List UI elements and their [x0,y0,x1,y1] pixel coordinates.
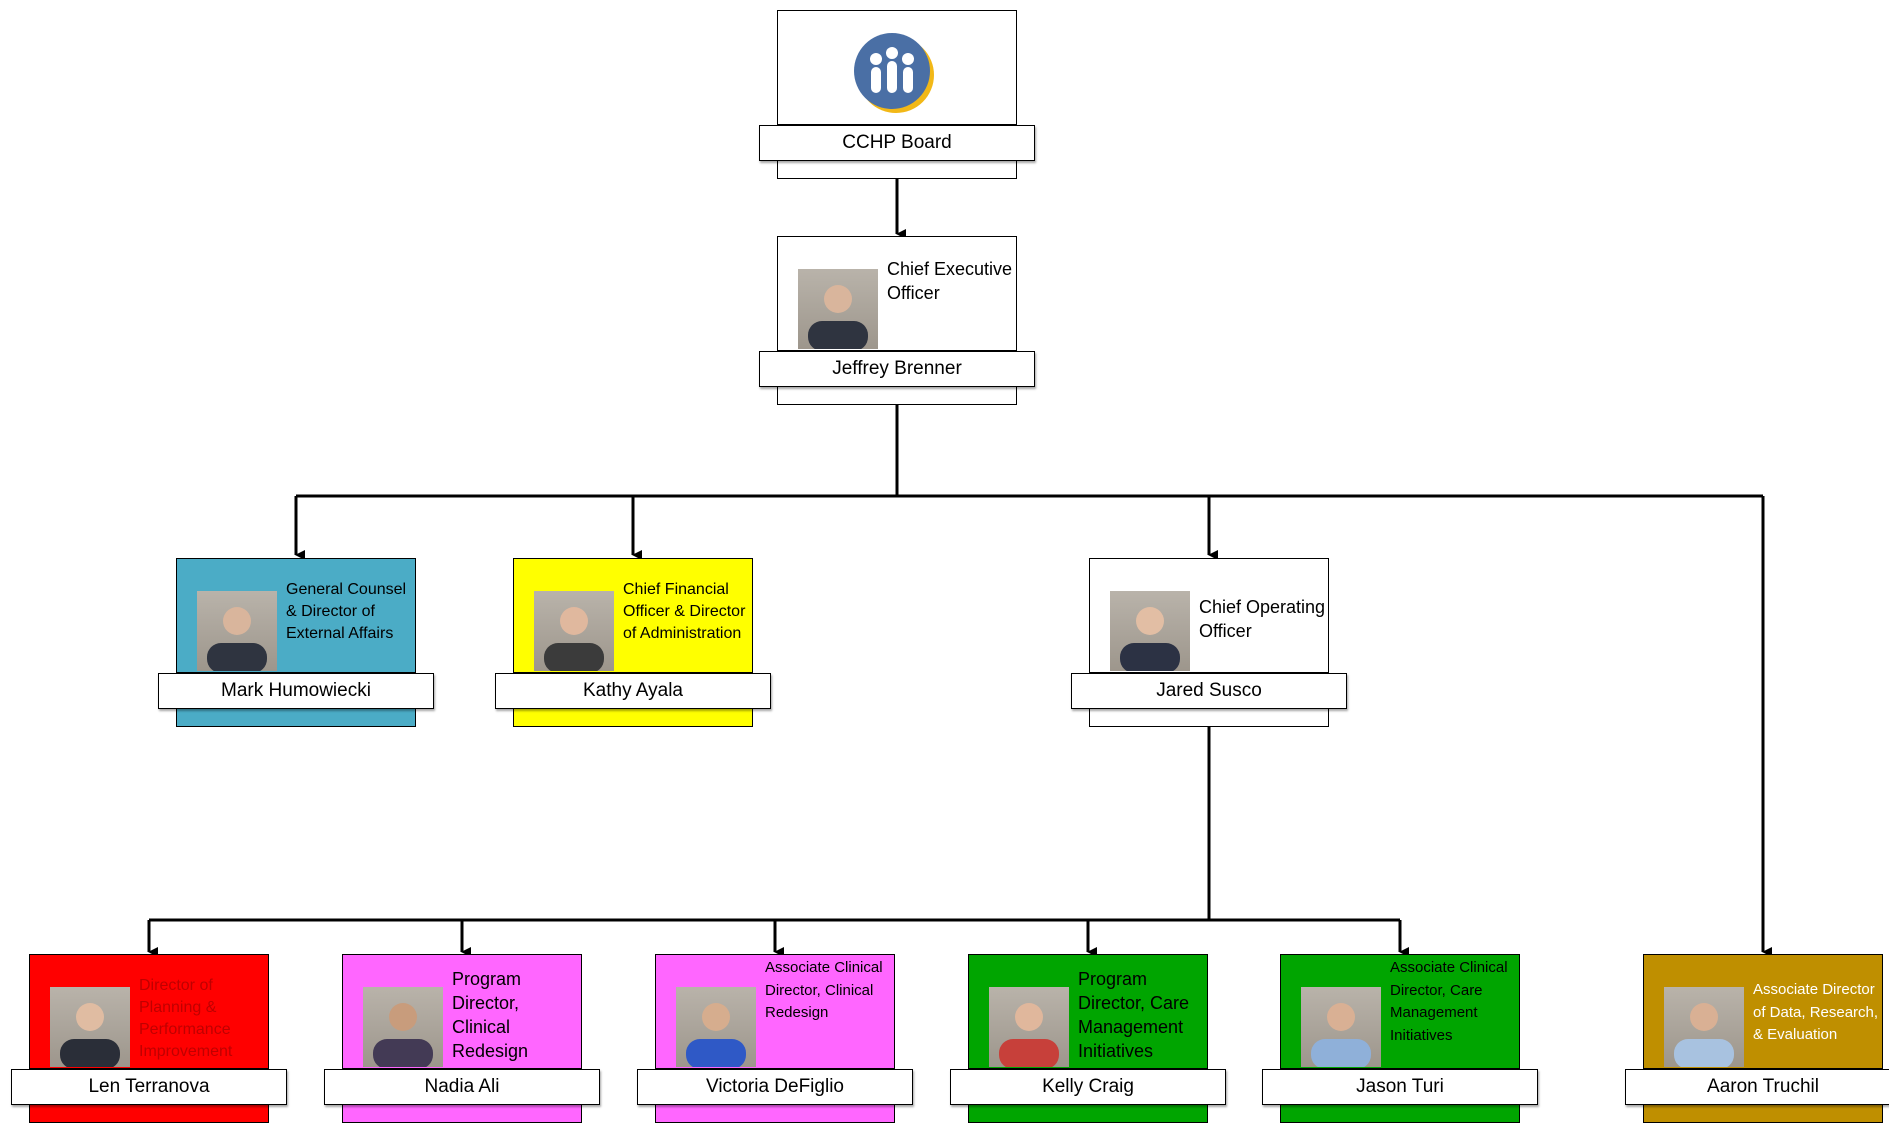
exec-photo-humowiecki [197,591,277,671]
staff-name-defiglio: Victoria DeFiglio [637,1069,913,1105]
staff-photo-turi [1301,987,1381,1067]
staff-photo-defiglio [676,987,756,1067]
cchp-people-logo-icon [854,33,934,113]
exec-name-ayala: Kathy Ayala [495,673,771,709]
staff-title-truchil: Associate Director of Data, Research, & … [1753,981,1879,1043]
exec-photo-ayala [534,591,614,671]
exec-node-humowiecki: General Counsel & Director of External A… [176,558,416,673]
ceo-title: Chief Executive Officer [887,259,1013,303]
staff-photo-ali [363,987,443,1067]
ceo-name: Jeffrey Brenner [759,351,1035,387]
staff-node-truchil: Associate Director of Data, Research, & … [1643,954,1883,1069]
staff-name-turi: Jason Turi [1262,1069,1538,1105]
ceo-photo [798,269,878,349]
staff-node-craig: Program Director, Care Management Initia… [968,954,1208,1069]
staff-name-truchil: Aaron Truchil [1625,1069,1889,1105]
staff-title-ali: Program Director, Clinical Redesign [452,969,529,1061]
staff-title-craig: Program Director, Care Management Initia… [1078,969,1190,1061]
exec-title-humowiecki: General Counsel & Director of External A… [286,581,407,642]
board-node [777,10,1017,125]
staff-title-terranova: Director of Planning & Performance Impro… [139,977,233,1060]
staff-title-defiglio: Associate Clinical Director, Clinical Re… [765,959,883,1021]
exec-title-susco: Chief Operating Officer [1199,597,1326,641]
exec-name-susco: Jared Susco [1071,673,1347,709]
staff-name-terranova: Len Terranova [11,1069,287,1105]
exec-node-ayala: Chief Financial Officer & Director of Ad… [513,558,753,673]
staff-photo-terranova [50,987,130,1067]
staff-name-ali: Nadia Ali [324,1069,600,1105]
board-label: CCHP Board [759,125,1035,161]
staff-node-turi: Associate Clinical Director, Care Manage… [1280,954,1520,1069]
exec-node-susco: Chief Operating Officer [1089,558,1329,673]
staff-photo-truchil [1664,987,1744,1067]
staff-node-ali: Program Director, Clinical Redesign [342,954,582,1069]
staff-title-turi: Associate Clinical Director, Care Manage… [1390,959,1508,1044]
exec-title-ayala: Chief Financial Officer & Director of Ad… [623,581,746,642]
exec-name-humowiecki: Mark Humowiecki [158,673,434,709]
staff-node-defiglio: Associate Clinical Director, Clinical Re… [655,954,895,1069]
staff-name-craig: Kelly Craig [950,1069,1226,1105]
staff-photo-craig [989,987,1069,1067]
exec-photo-susco [1110,591,1190,671]
ceo-node: Chief Executive Officer [777,236,1017,351]
staff-node-terranova: Director of Planning & Performance Impro… [29,954,269,1069]
